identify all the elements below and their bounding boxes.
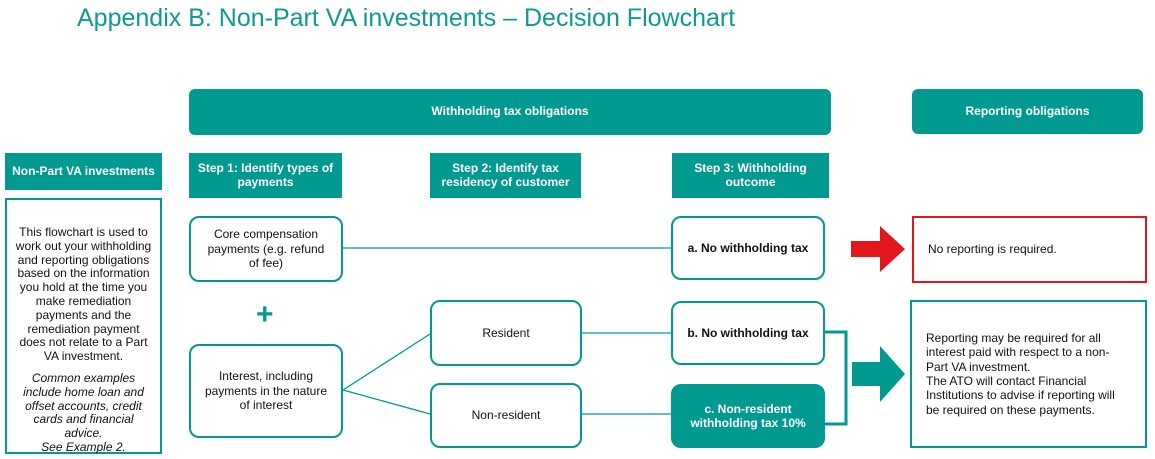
core-compensation-node: Core compensation payments (e.g. refund …	[189, 216, 343, 282]
non-part-va-header: Non-Part VA investments	[5, 153, 162, 190]
sidebar-body-text: This flowchart is used to work out your …	[15, 225, 152, 364]
resident-node: Resident	[430, 300, 582, 366]
reporting-required-box: Reporting may be required for all intere…	[910, 300, 1147, 448]
red-arrow-icon	[851, 226, 905, 272]
outcome-b-node: b. No withholding tax	[671, 301, 825, 365]
line-interest-to-non-resident	[342, 389, 431, 415]
no-reporting-text: No reporting is required.	[928, 242, 1057, 257]
ato-contact-text: The ATO will contact Financial Instituti…	[926, 374, 1115, 417]
withholding-obligations-header: Withholding tax obligations	[189, 89, 831, 135]
sidebar-description-panel: This flowchart is used to work out your …	[5, 198, 162, 454]
teal-arrow-icon	[852, 346, 905, 402]
outcome-a-node: a. No withholding tax	[671, 216, 825, 280]
no-reporting-box: No reporting is required.	[912, 216, 1147, 283]
interest-node: Interest, including payments in the natu…	[189, 344, 343, 438]
step2-header: Step 2: Identify tax residency of custom…	[430, 153, 581, 198]
page-title: Appendix B: Non-Part VA investments – De…	[77, 4, 736, 32]
reporting-required-text: Reporting may be required for all intere…	[926, 330, 1110, 374]
line-interest-to-resident	[342, 333, 431, 391]
plus-icon: +	[256, 298, 274, 331]
non-resident-node: Non-resident	[430, 383, 582, 448]
reporting-obligations-header: Reporting obligations	[912, 89, 1143, 134]
bracket-outcomes-b-c	[825, 330, 848, 426]
sidebar-see-example-text: See Example 2.	[41, 439, 126, 454]
sidebar-examples-text: Common examples include home loan and of…	[23, 370, 144, 441]
step1-header: Step 1: Identify types of payments	[189, 153, 342, 198]
step3-header: Step 3: Withholding outcome	[672, 153, 829, 198]
outcome-c-node: c. Non-resident withholding tax 10%	[671, 384, 825, 448]
